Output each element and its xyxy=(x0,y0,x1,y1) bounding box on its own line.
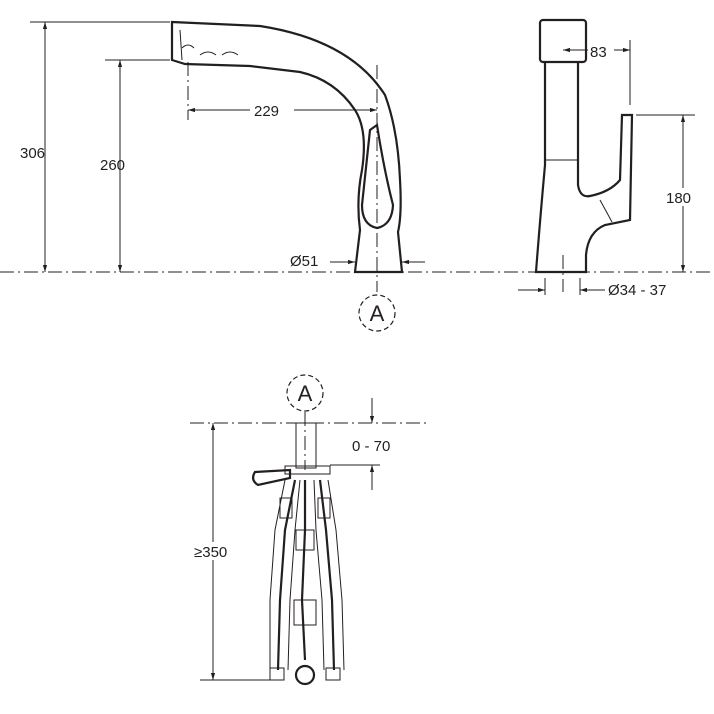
dim-hole-diameter: Ø34 - 37 xyxy=(608,282,666,299)
section-marker-bottom xyxy=(286,374,324,412)
dim-deck-thickness: 0 - 70 xyxy=(352,438,390,455)
svg-text:A: A xyxy=(370,301,385,326)
svg-text:A: A xyxy=(298,381,313,406)
faucet-front-view xyxy=(170,20,404,274)
faucet-side-view xyxy=(534,18,634,274)
dim-height-total: 306 xyxy=(20,145,45,162)
dim-base-diameter: Ø51 xyxy=(290,253,318,270)
dim-head-width: 83 xyxy=(590,44,607,61)
dim-height-spout: 260 xyxy=(100,157,125,174)
dim-handle-height: 180 xyxy=(666,190,691,207)
dim-reach: 229 xyxy=(254,103,279,120)
section-marker-top xyxy=(358,294,396,332)
dim-min-clearance: ≥350 xyxy=(194,544,227,561)
installation-hoses xyxy=(251,422,345,686)
lever-handle xyxy=(360,123,395,230)
mounting-wing xyxy=(251,468,292,487)
